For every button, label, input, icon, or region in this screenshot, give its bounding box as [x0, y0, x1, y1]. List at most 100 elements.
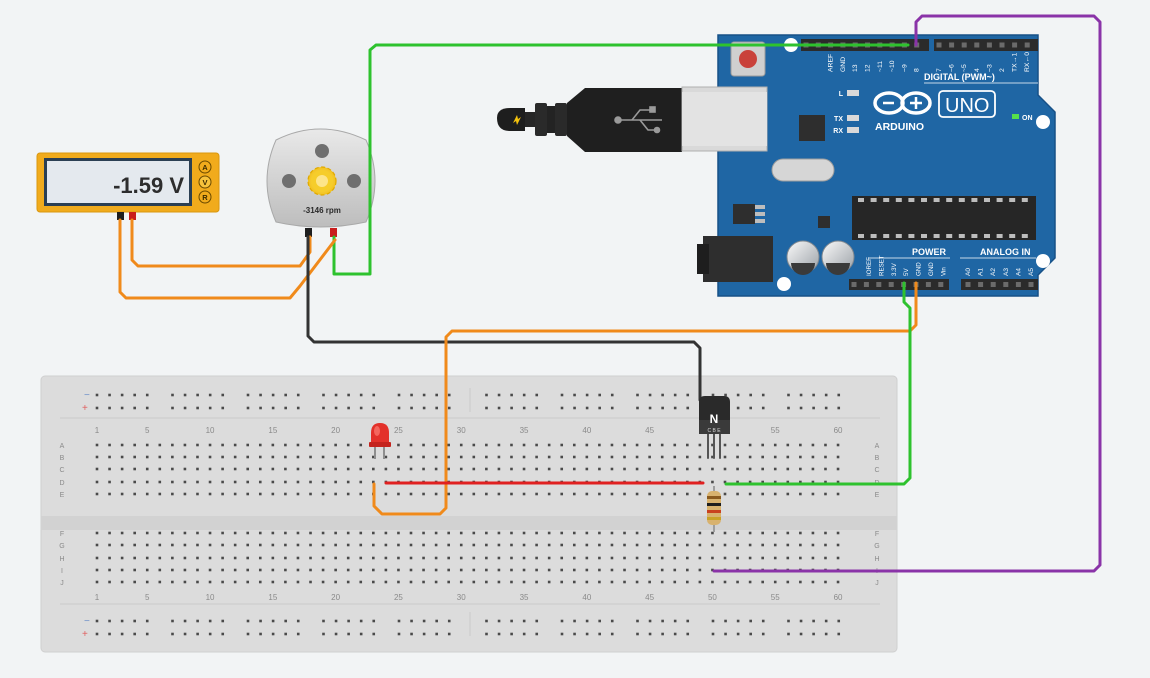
- svg-text:GND: GND: [928, 262, 935, 276]
- usb-icon: [614, 106, 662, 134]
- column-number: 5: [145, 426, 150, 435]
- motor-terminal-negative[interactable]: [305, 228, 312, 237]
- power-header-label: POWER: [912, 247, 947, 257]
- arduino-model: UNO: [945, 95, 989, 117]
- svg-text:R: R: [202, 193, 208, 202]
- digital-header-label: DIGITAL (PWM~): [924, 72, 995, 82]
- wire-black-motor-transistor[interactable]: [306, 235, 702, 402]
- row-letter: A: [875, 443, 880, 450]
- dc-motor[interactable]: -3146 rpm: [266, 128, 376, 237]
- svg-text:12: 12: [865, 64, 872, 72]
- rail-plus-bottom: +: [82, 629, 88, 640]
- power-analog-header[interactable]: [849, 279, 1038, 290]
- npn-transistor[interactable]: N C B E: [699, 396, 730, 434]
- breadboard-center-channel: [41, 516, 897, 530]
- arduino-logo: [873, 91, 932, 115]
- mount-hole: [777, 277, 791, 291]
- wire-green-5v-breadboard[interactable]: [724, 281, 912, 486]
- column-number: 25: [394, 426, 403, 435]
- column-number: 55: [771, 426, 780, 435]
- svg-text:Vin: Vin: [940, 267, 947, 276]
- row-letter: F: [875, 531, 879, 538]
- svg-text:AREF: AREF: [828, 54, 835, 72]
- column-number: 25: [394, 593, 403, 602]
- svg-text:RESET: RESET: [878, 255, 885, 276]
- red-led[interactable]: [369, 423, 391, 459]
- column-number: 5: [145, 593, 150, 602]
- led-label: TX: [834, 116, 843, 123]
- svg-text:A3: A3: [1003, 268, 1010, 276]
- column-number: 1: [95, 426, 100, 435]
- probe-red[interactable]: [129, 212, 136, 220]
- wire-orange-gnd-led[interactable]: [372, 281, 918, 516]
- rail-plus-top: +: [82, 403, 88, 414]
- row-letter: F: [60, 531, 64, 538]
- breadboard[interactable]: 1155101015152020252530303535404045455050…: [40, 375, 898, 653]
- crystal: [771, 158, 835, 182]
- svg-text:GND: GND: [916, 262, 923, 276]
- resistor[interactable]: [707, 486, 721, 532]
- wire-orange-multimeter-red[interactable]: [130, 218, 312, 268]
- transistor-type: N: [710, 412, 719, 426]
- svg-text:A: A: [202, 163, 208, 172]
- column-number: 15: [268, 593, 277, 602]
- mode-a-button[interactable]: A: [198, 160, 212, 174]
- dc-power-jack: [703, 236, 773, 282]
- svg-text:13: 13: [852, 64, 859, 72]
- uno-badge: [938, 90, 996, 118]
- wire-purple-pin7-breadboard[interactable]: [712, 14, 1102, 573]
- row-letter: G: [874, 543, 879, 550]
- svg-text:4: 4: [974, 68, 981, 72]
- motor-terminal-positive[interactable]: [330, 228, 337, 237]
- column-number: 30: [457, 593, 466, 602]
- svg-text:A0: A0: [965, 268, 972, 276]
- svg-text:RX←0: RX←0: [1024, 52, 1031, 72]
- power-on-led: [1012, 114, 1019, 119]
- mode-r-button[interactable]: R: [198, 190, 212, 204]
- column-number: 60: [834, 426, 843, 435]
- svg-text:A1: A1: [978, 268, 985, 276]
- column-number: 40: [582, 426, 591, 435]
- column-number: 55: [771, 593, 780, 602]
- analog-header-label: ANALOG IN: [980, 247, 1031, 257]
- svg-text:GND: GND: [840, 57, 847, 72]
- column-number: 50: [708, 593, 717, 602]
- reset-button[interactable]: [730, 41, 766, 77]
- row-letter: G: [59, 543, 64, 550]
- probe-black[interactable]: [117, 212, 124, 220]
- row-letter: C: [874, 467, 879, 474]
- mode-v-button[interactable]: V: [198, 175, 212, 189]
- column-number: 20: [331, 593, 340, 602]
- multimeter[interactable]: -1.59 V AVR: [36, 152, 220, 220]
- usb-cable[interactable]: [497, 86, 768, 152]
- multimeter-mode-selector[interactable]: AVR: [198, 160, 212, 204]
- svg-text:V: V: [202, 178, 207, 187]
- row-letter: J: [875, 580, 879, 587]
- svg-text:~5: ~5: [961, 64, 968, 72]
- row-letter: H: [874, 556, 879, 563]
- transistor-pins: C B E: [707, 428, 721, 434]
- arduino-brand: ARDUINO: [875, 121, 924, 133]
- mount-hole: [1036, 254, 1050, 268]
- led-label: RX: [833, 128, 843, 135]
- status-leds: L TX RX: [833, 90, 859, 135]
- column-number: 10: [206, 593, 215, 602]
- svg-text:~6: ~6: [949, 64, 956, 72]
- led-label: L: [839, 91, 844, 98]
- wire-orange-multimeter-black[interactable]: [118, 218, 337, 300]
- column-number: 1: [95, 593, 100, 602]
- power-on-label: ON: [1022, 115, 1033, 122]
- column-number: 45: [645, 593, 654, 602]
- row-letter: B: [875, 455, 880, 462]
- row-letter: I: [61, 568, 63, 575]
- usb-chip: [799, 115, 825, 141]
- wire-green-motor-pin9[interactable]: [332, 43, 910, 276]
- svg-text:A4: A4: [1015, 268, 1022, 276]
- svg-text:TX→1: TX→1: [1012, 53, 1019, 72]
- column-number: 60: [834, 593, 843, 602]
- motor-speed: -3146 rpm: [303, 206, 341, 215]
